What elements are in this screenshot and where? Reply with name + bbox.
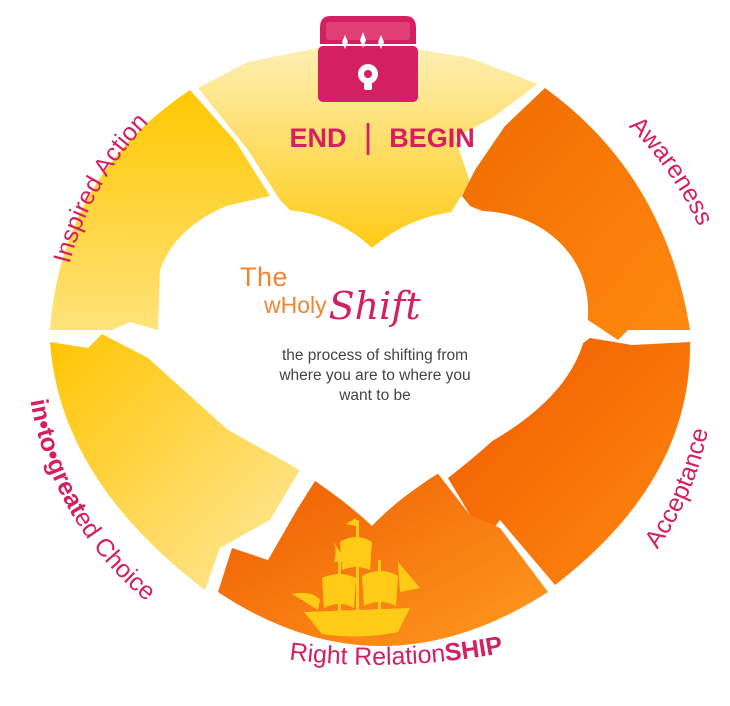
segment-awareness: [462, 88, 690, 340]
segment-inspired-action: [50, 90, 270, 330]
title-wholy-shift: wHolyShift: [264, 284, 524, 328]
label-begin: BEGIN: [389, 123, 475, 153]
ring: [50, 48, 691, 646]
segment-acceptance: [448, 338, 691, 585]
label-end: END: [289, 123, 346, 153]
center-heart: [161, 209, 589, 526]
segment-right-relationship: [218, 466, 548, 646]
title-wholy: wHoly: [264, 292, 327, 318]
title-the: The: [240, 262, 289, 292]
tagline-line-2: where you are to where you: [279, 367, 471, 384]
label-divider: |: [364, 118, 373, 156]
sailing-ship-icon: [292, 518, 420, 637]
segment-end-begin: [198, 48, 538, 248]
title-shift: Shift: [328, 284, 421, 328]
tagline-line-3: want to be: [339, 387, 411, 404]
tagline-line-1: the process of shifting from: [281, 347, 469, 364]
tagline: the process of shifting from where you a…: [232, 346, 518, 406]
segment-integreated-choice: [50, 334, 300, 590]
treasure-chest-lock-icon: [318, 16, 418, 102]
